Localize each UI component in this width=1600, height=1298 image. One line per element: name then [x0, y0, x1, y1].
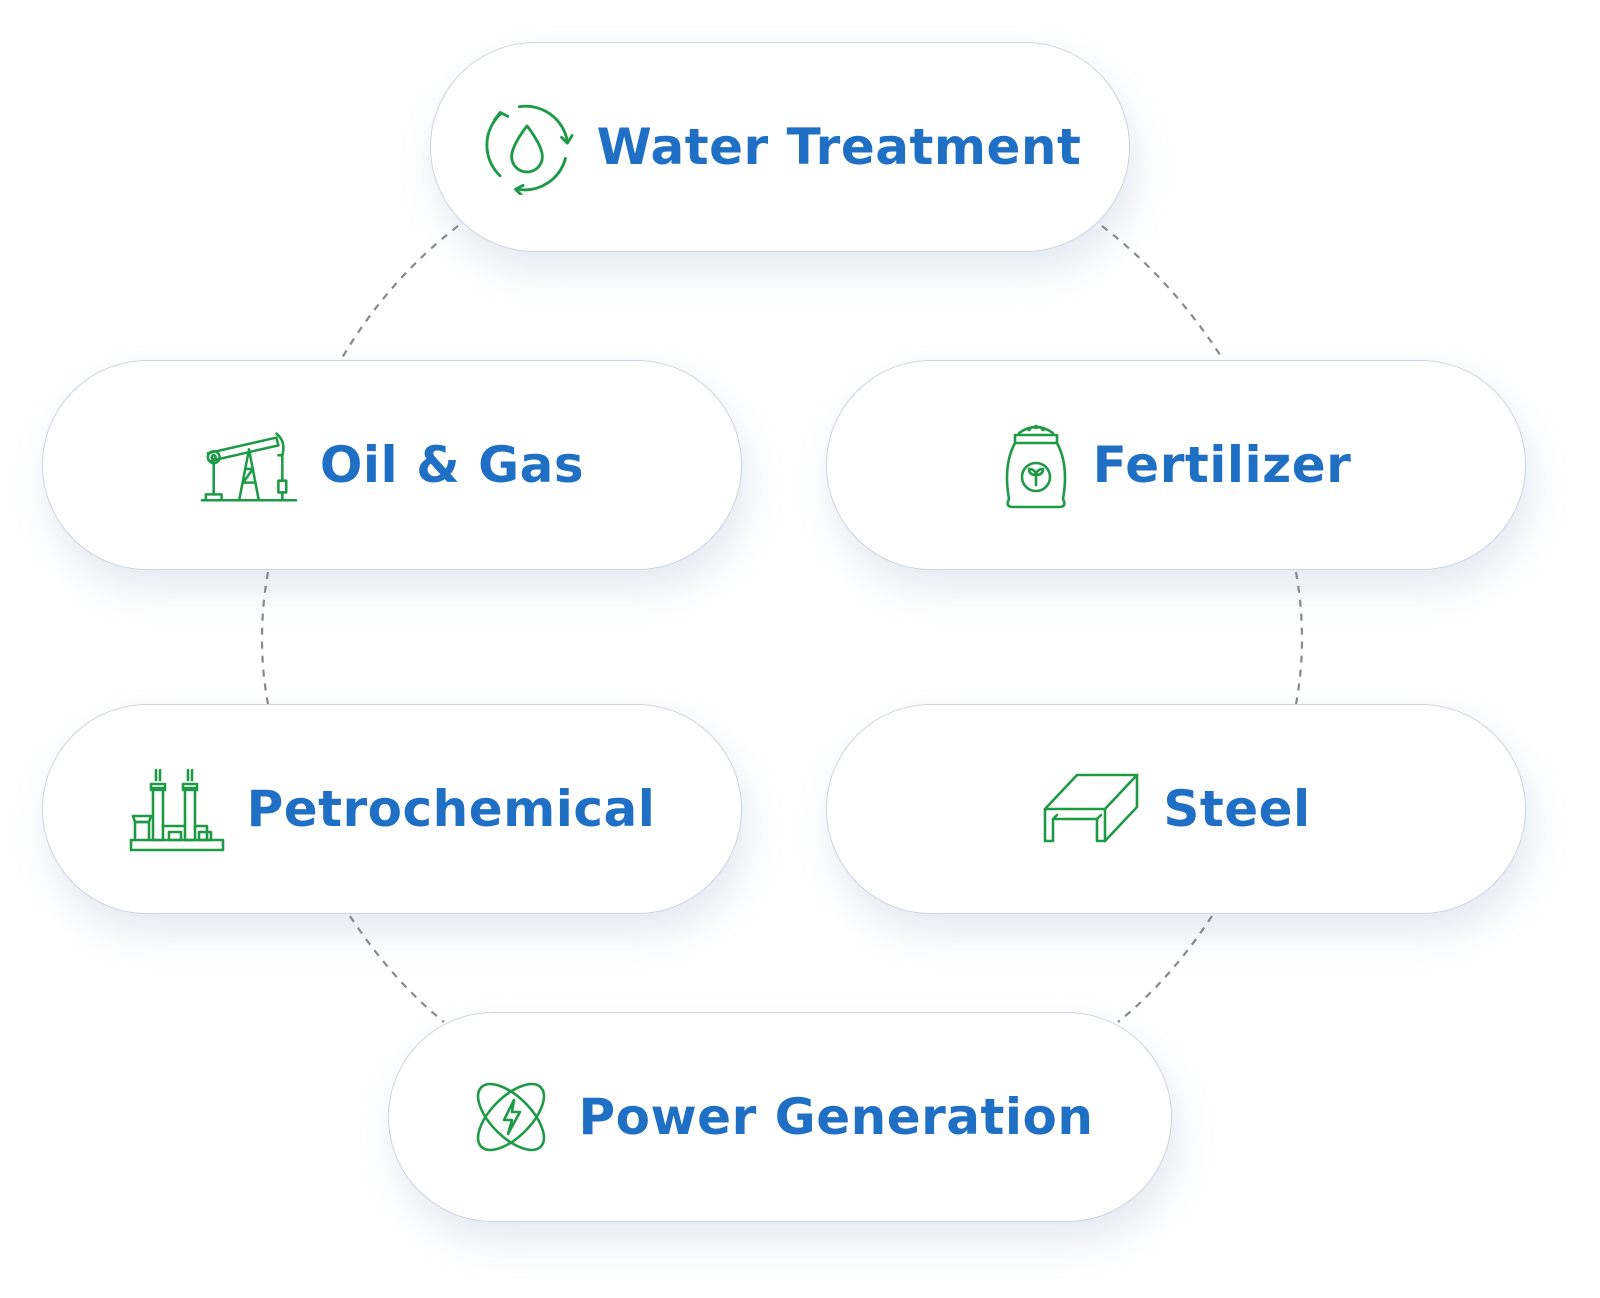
node-water-treatment: Water Treatment [430, 42, 1130, 252]
node-fertilizer: Fertilizer [826, 360, 1526, 570]
fertilizer-bag-icon [1001, 419, 1071, 511]
node-label: Fertilizer [1092, 436, 1352, 494]
node-power-generation: Power Generation [388, 1012, 1172, 1222]
connector-fert-petro-right [1294, 571, 1304, 705]
connector-water-fert [1101, 225, 1223, 359]
connector-petro-power [349, 915, 445, 1023]
node-label: Power Generation [578, 1088, 1094, 1146]
atom-energy-icon [466, 1072, 556, 1162]
node-steel: Steel [826, 704, 1526, 914]
node-label: Steel [1163, 780, 1311, 838]
connector-steel-power [1117, 915, 1213, 1023]
connector-oil-petro [260, 571, 270, 705]
node-label: Petrochemical [246, 780, 656, 838]
node-label: Oil & Gas [319, 436, 585, 494]
connector-water-oil [341, 225, 459, 359]
node-oil-and-gas: Oil & Gas [42, 360, 742, 570]
oil-pump-jack-icon [200, 425, 298, 505]
steel-beam-icon [1041, 769, 1141, 849]
water-recycle-icon [479, 99, 575, 195]
refinery-plant-icon [129, 766, 225, 852]
node-petrochemical: Petrochemical [42, 704, 742, 914]
node-label: Water Treatment [596, 118, 1082, 176]
